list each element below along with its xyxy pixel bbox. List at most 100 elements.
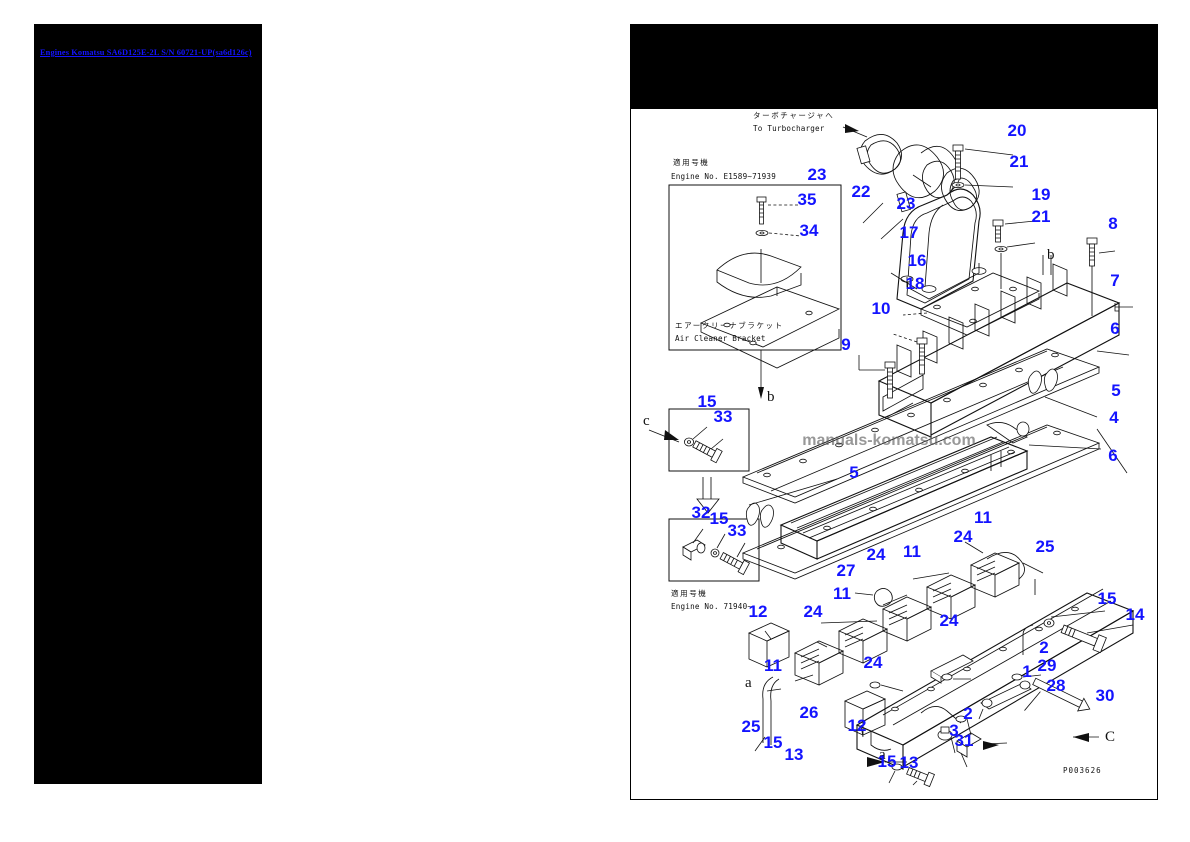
gasket-and-core-group xyxy=(741,348,1130,580)
callout-number: 12 xyxy=(749,602,768,621)
part-31-bracket xyxy=(956,732,1008,768)
turbocharger-label-jp: ターボチャージャへ xyxy=(753,111,834,120)
part-27-clip xyxy=(854,588,893,607)
ref-mark-a-left: a xyxy=(745,675,752,691)
engine-no-range-1: Engine No. E1589~71939 xyxy=(671,172,776,181)
callout-number: 11 xyxy=(764,656,782,675)
figure-number: P003626 xyxy=(1063,766,1102,775)
callout-number: 8 xyxy=(1108,214,1117,233)
turbocharger-label-group: ターボチャージャへ To Turbocharger xyxy=(753,111,868,138)
callout-number: 24 xyxy=(940,611,959,630)
part-3-nut xyxy=(937,726,956,754)
callout-number: 6 xyxy=(1108,446,1117,465)
callout-number: 4 xyxy=(1109,408,1119,427)
part-35-screw xyxy=(756,196,767,225)
callout-number: 24 xyxy=(864,653,883,672)
part-10-bolt xyxy=(916,337,928,375)
callout-number: 33 xyxy=(714,407,733,426)
document-title-link[interactable]: Engines Komatsu SA6D125E-2L S/N 60721-UP… xyxy=(40,48,252,57)
callout-number: 16 xyxy=(908,251,927,270)
callout-number: 28 xyxy=(1047,676,1066,695)
callout-number: 18 xyxy=(906,274,925,293)
callout-number: 13 xyxy=(900,753,919,772)
callout-number: 24 xyxy=(804,602,823,621)
part-12-frame-left xyxy=(747,622,791,668)
callout-number: 15 xyxy=(698,392,717,411)
part-30-rod xyxy=(1024,677,1091,712)
part-14-bolt xyxy=(1060,624,1107,654)
engine-no-range-2: Engine No. 71940~ xyxy=(671,602,752,611)
callout-number: 9 xyxy=(841,335,850,354)
part-29-tube xyxy=(930,654,974,684)
ref-mark-a-mid: a xyxy=(879,747,886,763)
callout-number: 5 xyxy=(849,463,858,482)
part-9-bolt xyxy=(884,361,896,399)
callout-number: 22 xyxy=(852,182,871,201)
callout-number: 23 xyxy=(897,194,916,213)
parts-diagram-svg: ターボチャージャへ To Turbocharger 適用号機 Engine No… xyxy=(643,111,1145,788)
part-34-washer xyxy=(755,229,769,236)
callout-number: 26 xyxy=(800,703,819,722)
callout-number: 30 xyxy=(1096,686,1115,705)
part-13-bolt-bottom xyxy=(906,767,935,788)
turbocharger-label-en: To Turbocharger xyxy=(753,124,825,133)
diagram-header-bar xyxy=(631,25,1157,109)
part-8-bolt xyxy=(1086,237,1098,267)
air-cleaner-label-en: Air Cleaner Bracket xyxy=(675,334,766,343)
part-5-orings-right xyxy=(1027,368,1098,418)
callout-number: 25 xyxy=(1036,537,1055,556)
callout-number: 17 xyxy=(900,223,919,242)
lower-manifold-group xyxy=(855,588,1135,788)
callout-number: 15 xyxy=(1098,589,1117,608)
callout-number: 21 xyxy=(1010,152,1029,171)
ref-mark-c-left: c xyxy=(643,413,650,429)
callout-number: 35 xyxy=(798,190,817,209)
callout-number: 24 xyxy=(954,527,973,546)
callout-number: 14 xyxy=(1126,605,1145,624)
callout-number: 15 xyxy=(710,509,729,528)
callout-number: 29 xyxy=(1038,656,1057,675)
heater-element-3 xyxy=(881,596,933,642)
callout-number: 27 xyxy=(837,561,856,580)
callout-number: 3 xyxy=(949,721,958,740)
callout-number: 11 xyxy=(833,584,851,603)
callout-number: 21 xyxy=(1032,207,1051,226)
callout-number: 11 xyxy=(974,508,992,527)
document-preview-panel xyxy=(34,24,262,784)
callout-number: 7 xyxy=(1110,271,1119,290)
callout-number: 33 xyxy=(728,521,747,540)
lower-right-parts-group xyxy=(869,579,1134,742)
inset-box-c-upper xyxy=(648,408,750,514)
engine-no-title-2: 適用号機 xyxy=(671,588,707,598)
callout-number: 13 xyxy=(785,745,804,764)
watermark: manuals-komatsu.com xyxy=(802,432,975,449)
callout-number: 11 xyxy=(903,542,921,561)
heater-element-1 xyxy=(969,552,1021,598)
part-2-washer-right xyxy=(1011,673,1042,681)
ref-mark-c-right: C xyxy=(1105,729,1115,745)
heater-elements-group xyxy=(747,541,1044,752)
callout-number: 15 xyxy=(764,733,783,752)
callout-number: 19 xyxy=(1032,185,1051,204)
callout-number: 12 xyxy=(848,716,867,735)
callout-number: 25 xyxy=(742,717,761,736)
callout-number: 15 xyxy=(878,752,897,771)
heater-element-2 xyxy=(925,574,977,620)
ref-mark-b-upper: b xyxy=(1047,247,1055,263)
air-cleaner-bracket-inset: 適用号機 Engine No. E1589~71939 エアークリーナブラケット… xyxy=(668,157,842,399)
callout-number: 2 xyxy=(1039,638,1048,657)
parts-diagram-panel: ターボチャージャへ To Turbocharger 適用号機 Engine No… xyxy=(630,24,1158,800)
part-15-washer-bottom xyxy=(888,763,903,784)
inset-box-c-lower: 適用号機 Engine No. 71940~ xyxy=(668,518,760,611)
callout-number: 32 xyxy=(692,503,711,522)
callout-number: 20 xyxy=(1008,121,1027,140)
callout-number: 6 xyxy=(1110,319,1119,338)
callout-number: 1 xyxy=(1022,662,1031,681)
part-5-orings-left xyxy=(745,478,838,528)
callout-number: 31 xyxy=(955,731,974,750)
part-19-bolt xyxy=(992,219,1004,243)
part-32-spacer xyxy=(682,539,706,561)
callout-number: 34 xyxy=(800,221,819,240)
callout-number: 10 xyxy=(872,299,891,318)
